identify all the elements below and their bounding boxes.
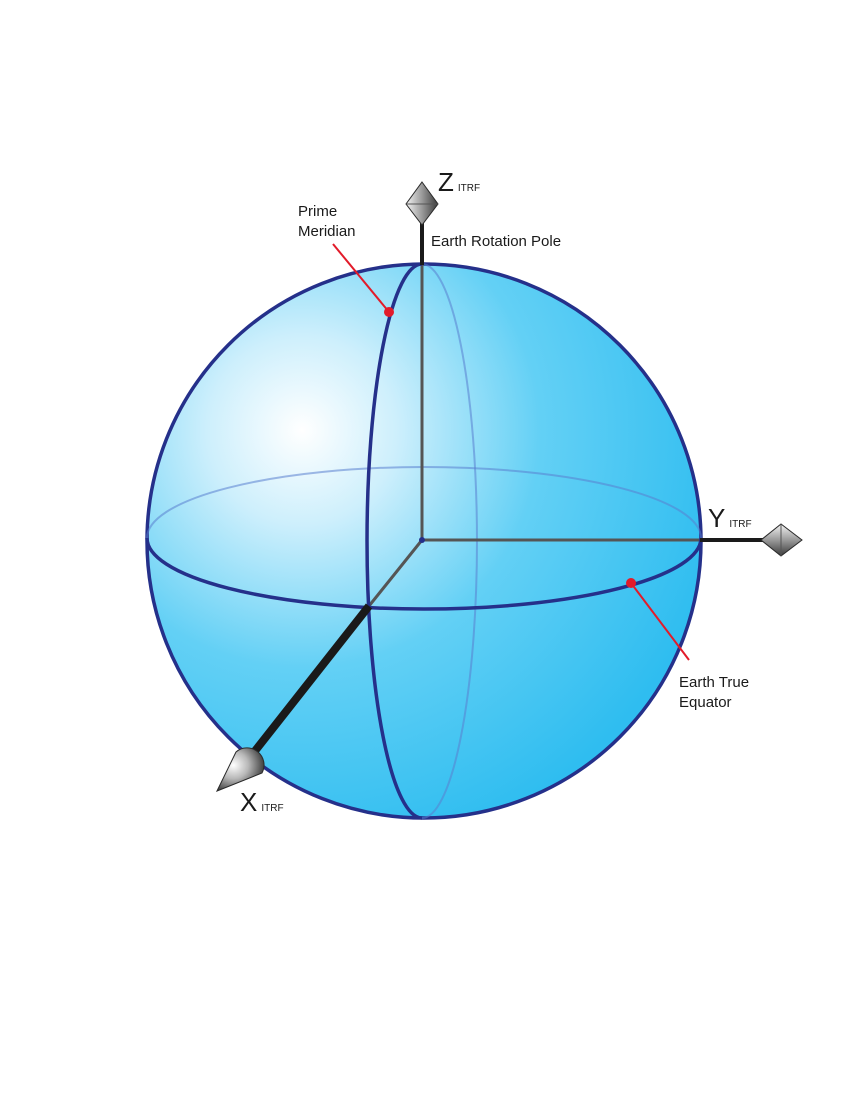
prime-meridian	[365, 262, 423, 820]
equator-label-line1: Earth True	[679, 674, 749, 691]
x-axis-letter: X	[240, 787, 257, 817]
equator-callout-dot	[626, 578, 636, 588]
x-axis-subscript: ITRF	[261, 803, 283, 814]
z-arrowhead-icon	[405, 181, 439, 226]
y-axis-subscript: ITRF	[729, 519, 751, 530]
origin-point	[419, 537, 425, 543]
y-axis-label: Y ITRF	[708, 503, 752, 533]
x-axis-inner	[367, 539, 424, 607]
prime-meridian-label-line2: Meridian	[298, 223, 356, 240]
x-arrowhead-icon	[215, 747, 265, 792]
equator-callout-line	[630, 582, 690, 661]
z-axis-label: Z ITRF	[438, 167, 480, 197]
x-axis-label: X ITRF	[240, 787, 284, 817]
x-axis-outer	[247, 603, 373, 759]
z-axis-letter: Z	[438, 167, 454, 197]
equator-label-line2: Equator	[679, 694, 732, 711]
prime-meridian-label-line1: Prime	[298, 203, 337, 220]
z-axis-subscript: ITRF	[458, 183, 480, 194]
prime-meridian-callout-line	[332, 243, 390, 313]
earth-rotation-pole-label: Earth Rotation Pole	[431, 233, 561, 250]
earth-true-equator	[145, 537, 703, 611]
y-axis-letter: Y	[708, 503, 725, 533]
prime-meridian-callout-dot	[384, 307, 394, 317]
y-arrowhead-icon	[760, 523, 803, 557]
equator-back-half	[146, 466, 702, 539]
